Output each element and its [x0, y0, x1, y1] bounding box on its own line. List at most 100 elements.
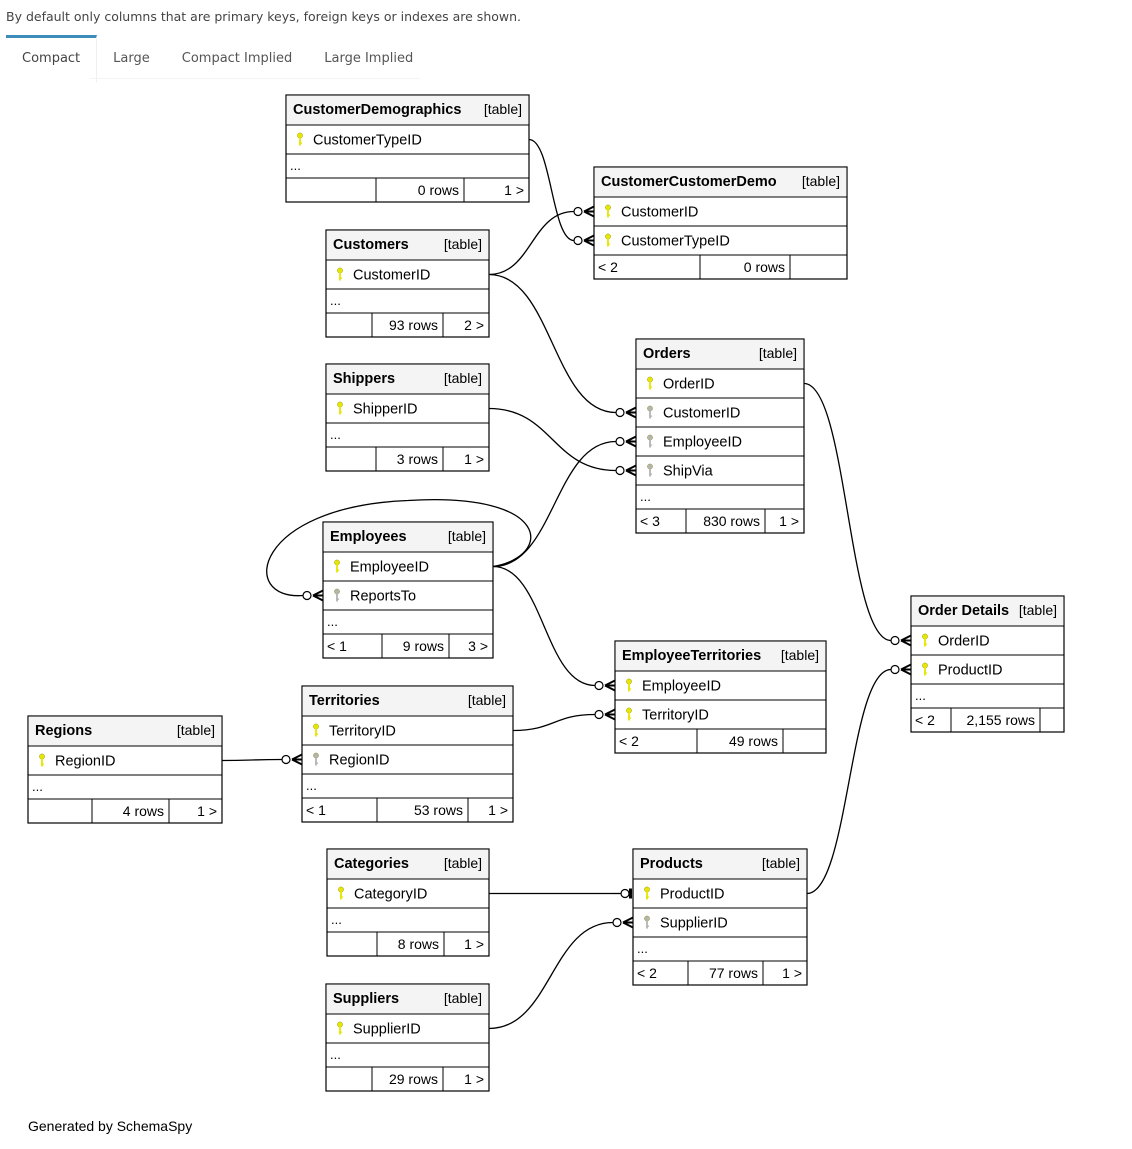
column-customerid[interactable]: CustomerID	[621, 205, 698, 221]
relationship-employees-employeeid-to-employees-reportsto[interactable]	[266, 499, 532, 602]
children-count[interactable]: 1 >	[197, 803, 217, 819]
column-territoryid[interactable]: TerritoryID	[642, 708, 709, 724]
more-columns-ellipsis: ...	[330, 427, 341, 442]
column-orderid[interactable]: OrderID	[663, 377, 715, 393]
more-columns-ellipsis: ...	[330, 293, 341, 308]
table-orderdetails[interactable]: Order Details[table]OrderIDProductID...<…	[910, 595, 1065, 733]
column-customerid[interactable]: CustomerID	[663, 406, 740, 422]
table-territories[interactable]: Territories[table]TerritoryIDRegionID...…	[301, 685, 514, 823]
parents-count[interactable]: < 3	[640, 513, 660, 529]
children-count[interactable]: 2 >	[464, 317, 484, 333]
column-employeeid[interactable]: EmployeeID	[663, 435, 742, 451]
relationship-orders-orderid-to-orderdetails-orderid[interactable]	[803, 382, 912, 647]
table-header-bg	[28, 716, 222, 746]
many-marker	[900, 634, 912, 647]
column-productid[interactable]: ProductID	[660, 887, 724, 903]
relationship-shippers-shipperid-to-orders-shipvia[interactable]	[488, 407, 637, 477]
parents-count[interactable]: < 2	[915, 712, 935, 728]
table-title[interactable]: EmployeeTerritories	[622, 648, 761, 664]
table-header-bg	[326, 984, 489, 1014]
table-title[interactable]: Order Details	[918, 603, 1009, 619]
table-employeeterritories[interactable]: EmployeeTerritories[table]EmployeeIDTerr…	[614, 640, 827, 754]
parents-count[interactable]: < 1	[306, 802, 326, 818]
primary-key-icon	[39, 753, 45, 767]
parents-count[interactable]: < 2	[637, 965, 657, 981]
table-title[interactable]: Shippers	[333, 371, 395, 387]
relationship-employees-employeeid-to-orders-employeeid[interactable]	[492, 435, 637, 568]
column-employeeid[interactable]: EmployeeID	[350, 560, 429, 576]
children-count[interactable]: 1 >	[464, 451, 484, 467]
table-title[interactable]: Regions	[35, 723, 92, 739]
children-count[interactable]: 1 >	[488, 802, 508, 818]
children-count[interactable]: 1 >	[779, 513, 799, 529]
column-customertypeid[interactable]: CustomerTypeID	[621, 234, 730, 250]
table-title[interactable]: Territories	[309, 693, 380, 709]
table-title[interactable]: CustomerCustomerDemo	[601, 174, 777, 190]
relationship-suppliers-supplierid-to-products-supplierid[interactable]	[488, 916, 634, 1030]
column-regionid[interactable]: RegionID	[329, 753, 389, 769]
children-count[interactable]: 3 >	[468, 638, 488, 654]
children-count[interactable]: 1 >	[464, 1071, 484, 1087]
table-title[interactable]: Customers	[333, 237, 409, 253]
parents-count[interactable]: < 2	[619, 733, 639, 749]
column-supplierid[interactable]: SupplierID	[660, 916, 728, 932]
more-columns-ellipsis: ...	[330, 1047, 341, 1062]
table-title[interactable]: Categories	[334, 856, 409, 872]
column-orderid[interactable]: OrderID	[938, 634, 990, 650]
column-customertypeid[interactable]: CustomerTypeID	[313, 133, 422, 149]
column-customerid[interactable]: CustomerID	[353, 268, 430, 284]
tab-compact[interactable]: Compact	[6, 35, 98, 82]
foreign-key-icon	[313, 752, 319, 766]
tab-large-implied[interactable]: Large Implied	[324, 51, 414, 66]
relationship-regions-regionid-to-territories-regionid[interactable]	[221, 753, 303, 766]
footer-generated-by: Generated by SchemaSpy	[28, 1118, 193, 1134]
table-customercustomerdemo[interactable]: CustomerCustomerDemo[table]CustomerIDCus…	[593, 166, 848, 280]
table-orders[interactable]: Orders[table]OrderIDCustomerIDEmployeeID…	[635, 338, 805, 534]
column-territoryid[interactable]: TerritoryID	[329, 724, 396, 740]
relationship-customers-customerid-to-customercustomerdemo-customerid[interactable]	[488, 205, 595, 276]
parents-count[interactable]: < 1	[327, 638, 347, 654]
table-title[interactable]: Employees	[330, 529, 407, 545]
table-employees[interactable]: Employees[table]EmployeeIDReportsTo...< …	[322, 521, 494, 659]
table-header-bg	[302, 686, 513, 716]
parents-count[interactable]: < 2	[598, 259, 618, 275]
many-marker	[312, 589, 324, 602]
column-shipperid[interactable]: ShipperID	[353, 402, 417, 418]
relationship-employees-employeeid-to-employeeterritories-employeeid[interactable]	[492, 565, 616, 692]
column-productid[interactable]: ProductID	[938, 663, 1002, 679]
children-count[interactable]: 1 >	[504, 182, 524, 198]
table-header-bg	[326, 230, 489, 260]
many-marker	[625, 406, 637, 419]
relationship-categories-categoryid-to-products-productid[interactable]	[489, 888, 632, 899]
column-reportsto[interactable]: ReportsTo	[350, 589, 416, 605]
children-count[interactable]: 1 >	[464, 936, 484, 952]
column-supplierid[interactable]: SupplierID	[353, 1022, 421, 1038]
table-title[interactable]: CustomerDemographics	[293, 102, 461, 118]
relationship-products-productid-to-orderdetails-productid[interactable]	[806, 663, 912, 895]
relationship-customers-customerid-to-orders-customerid[interactable]	[488, 273, 637, 419]
tab-compact-implied[interactable]: Compact Implied	[181, 51, 293, 66]
optional-marker	[573, 206, 583, 217]
foreign-key-icon	[334, 588, 340, 602]
children-count[interactable]: 1 >	[782, 965, 802, 981]
column-regionid[interactable]: RegionID	[55, 754, 115, 770]
column-employeeid[interactable]: EmployeeID	[642, 679, 721, 695]
column-shipvia[interactable]: ShipVia	[663, 464, 714, 480]
table-title[interactable]: Products	[640, 856, 703, 872]
column-categoryid[interactable]: CategoryID	[354, 887, 427, 903]
relationship-customerdemographics-customertypeid-to-customercustomerdemo-customertypeid[interactable]	[528, 138, 595, 247]
primary-key-icon	[644, 886, 650, 900]
table-title[interactable]: Orders	[643, 346, 691, 362]
optional-marker	[615, 436, 625, 447]
relationship-territories-territoryid-to-employeeterritories-territoryid[interactable]	[512, 708, 616, 732]
tab-large[interactable]: Large	[113, 51, 150, 66]
optional-marker	[594, 709, 604, 720]
table-customerdemographics[interactable]: CustomerDemographics[table]CustomerTypeI…	[285, 94, 530, 203]
table-title[interactable]: Suppliers	[333, 991, 399, 1007]
